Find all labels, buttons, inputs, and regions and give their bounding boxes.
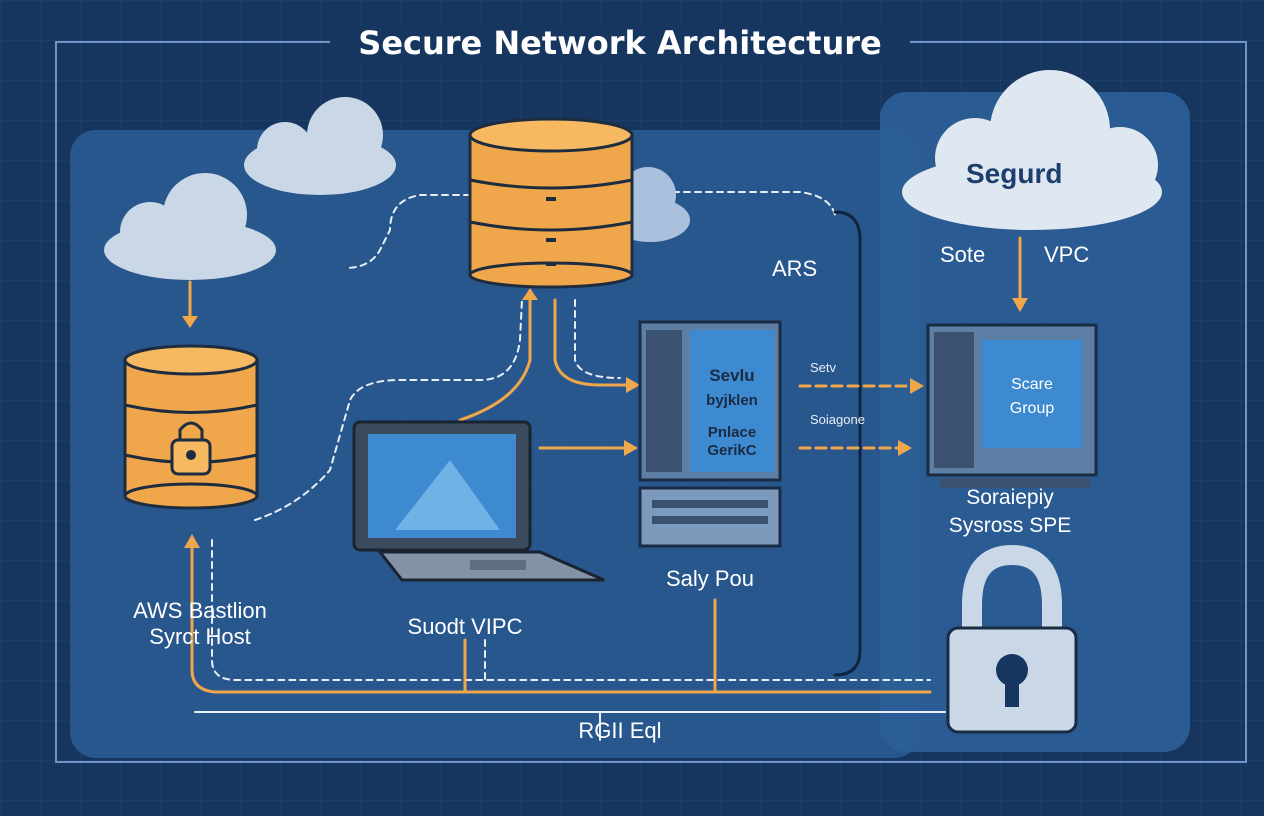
- arrow-label-top: Setv: [810, 360, 837, 375]
- title-mask: [330, 26, 910, 66]
- server-text-3: Pnlace: [707, 424, 757, 441]
- right-server-caption-2: Sysross SPE: [948, 514, 1072, 537]
- connector-orange-down: [553, 298, 632, 387]
- bastion-label-1: AWS Bastlion: [133, 598, 267, 623]
- connector-top-right: [639, 191, 836, 216]
- cloud-icon: [244, 97, 396, 195]
- arrow-label-bottom: Soiagone: [810, 412, 865, 427]
- connectors: [182, 191, 1028, 741]
- server-caption: Saly Pou: [665, 566, 755, 591]
- right-server-caption-1: Soraiepiy: [966, 486, 1054, 509]
- connector-orange-up1: [458, 298, 532, 422]
- connector-dashed-down: [574, 299, 621, 379]
- connector-db-dashed: [344, 194, 471, 269]
- subnet-label-left: Sote: [940, 242, 986, 267]
- server-icon: [926, 323, 1098, 488]
- page-title: Secure Network Architecture: [358, 24, 882, 62]
- right-server-text-2: Group: [1009, 400, 1055, 417]
- connector-bastion-dashed: [211, 539, 931, 681]
- laptop-icon: [352, 420, 605, 582]
- connector-laptop-db: [254, 299, 523, 521]
- server-icon: [638, 320, 782, 548]
- server-text-1: Sevlu: [709, 366, 755, 385]
- server-text-4: GerikC: [707, 442, 757, 459]
- aws-bracket: [833, 210, 862, 677]
- cloud-icon: [902, 70, 1162, 230]
- aws-label: ARS: [772, 256, 818, 281]
- bottom-label: RGII Eql: [578, 718, 662, 743]
- database-icon: [468, 117, 634, 289]
- bastion-label-2: Syrct Host: [149, 624, 251, 649]
- cloud-label: Segurd: [966, 158, 1063, 189]
- laptop-caption: Suodt VIPC: [407, 614, 523, 639]
- subnet-label-right: VPC: [1044, 242, 1090, 267]
- right-server-text-1: Scare: [1011, 376, 1053, 393]
- padlock-icon: [946, 544, 1078, 734]
- database-icon: [123, 344, 259, 510]
- connector-bastion-up: [190, 546, 932, 694]
- server-text-2: byjklen: [706, 392, 758, 409]
- cloud-icon: [104, 173, 276, 280]
